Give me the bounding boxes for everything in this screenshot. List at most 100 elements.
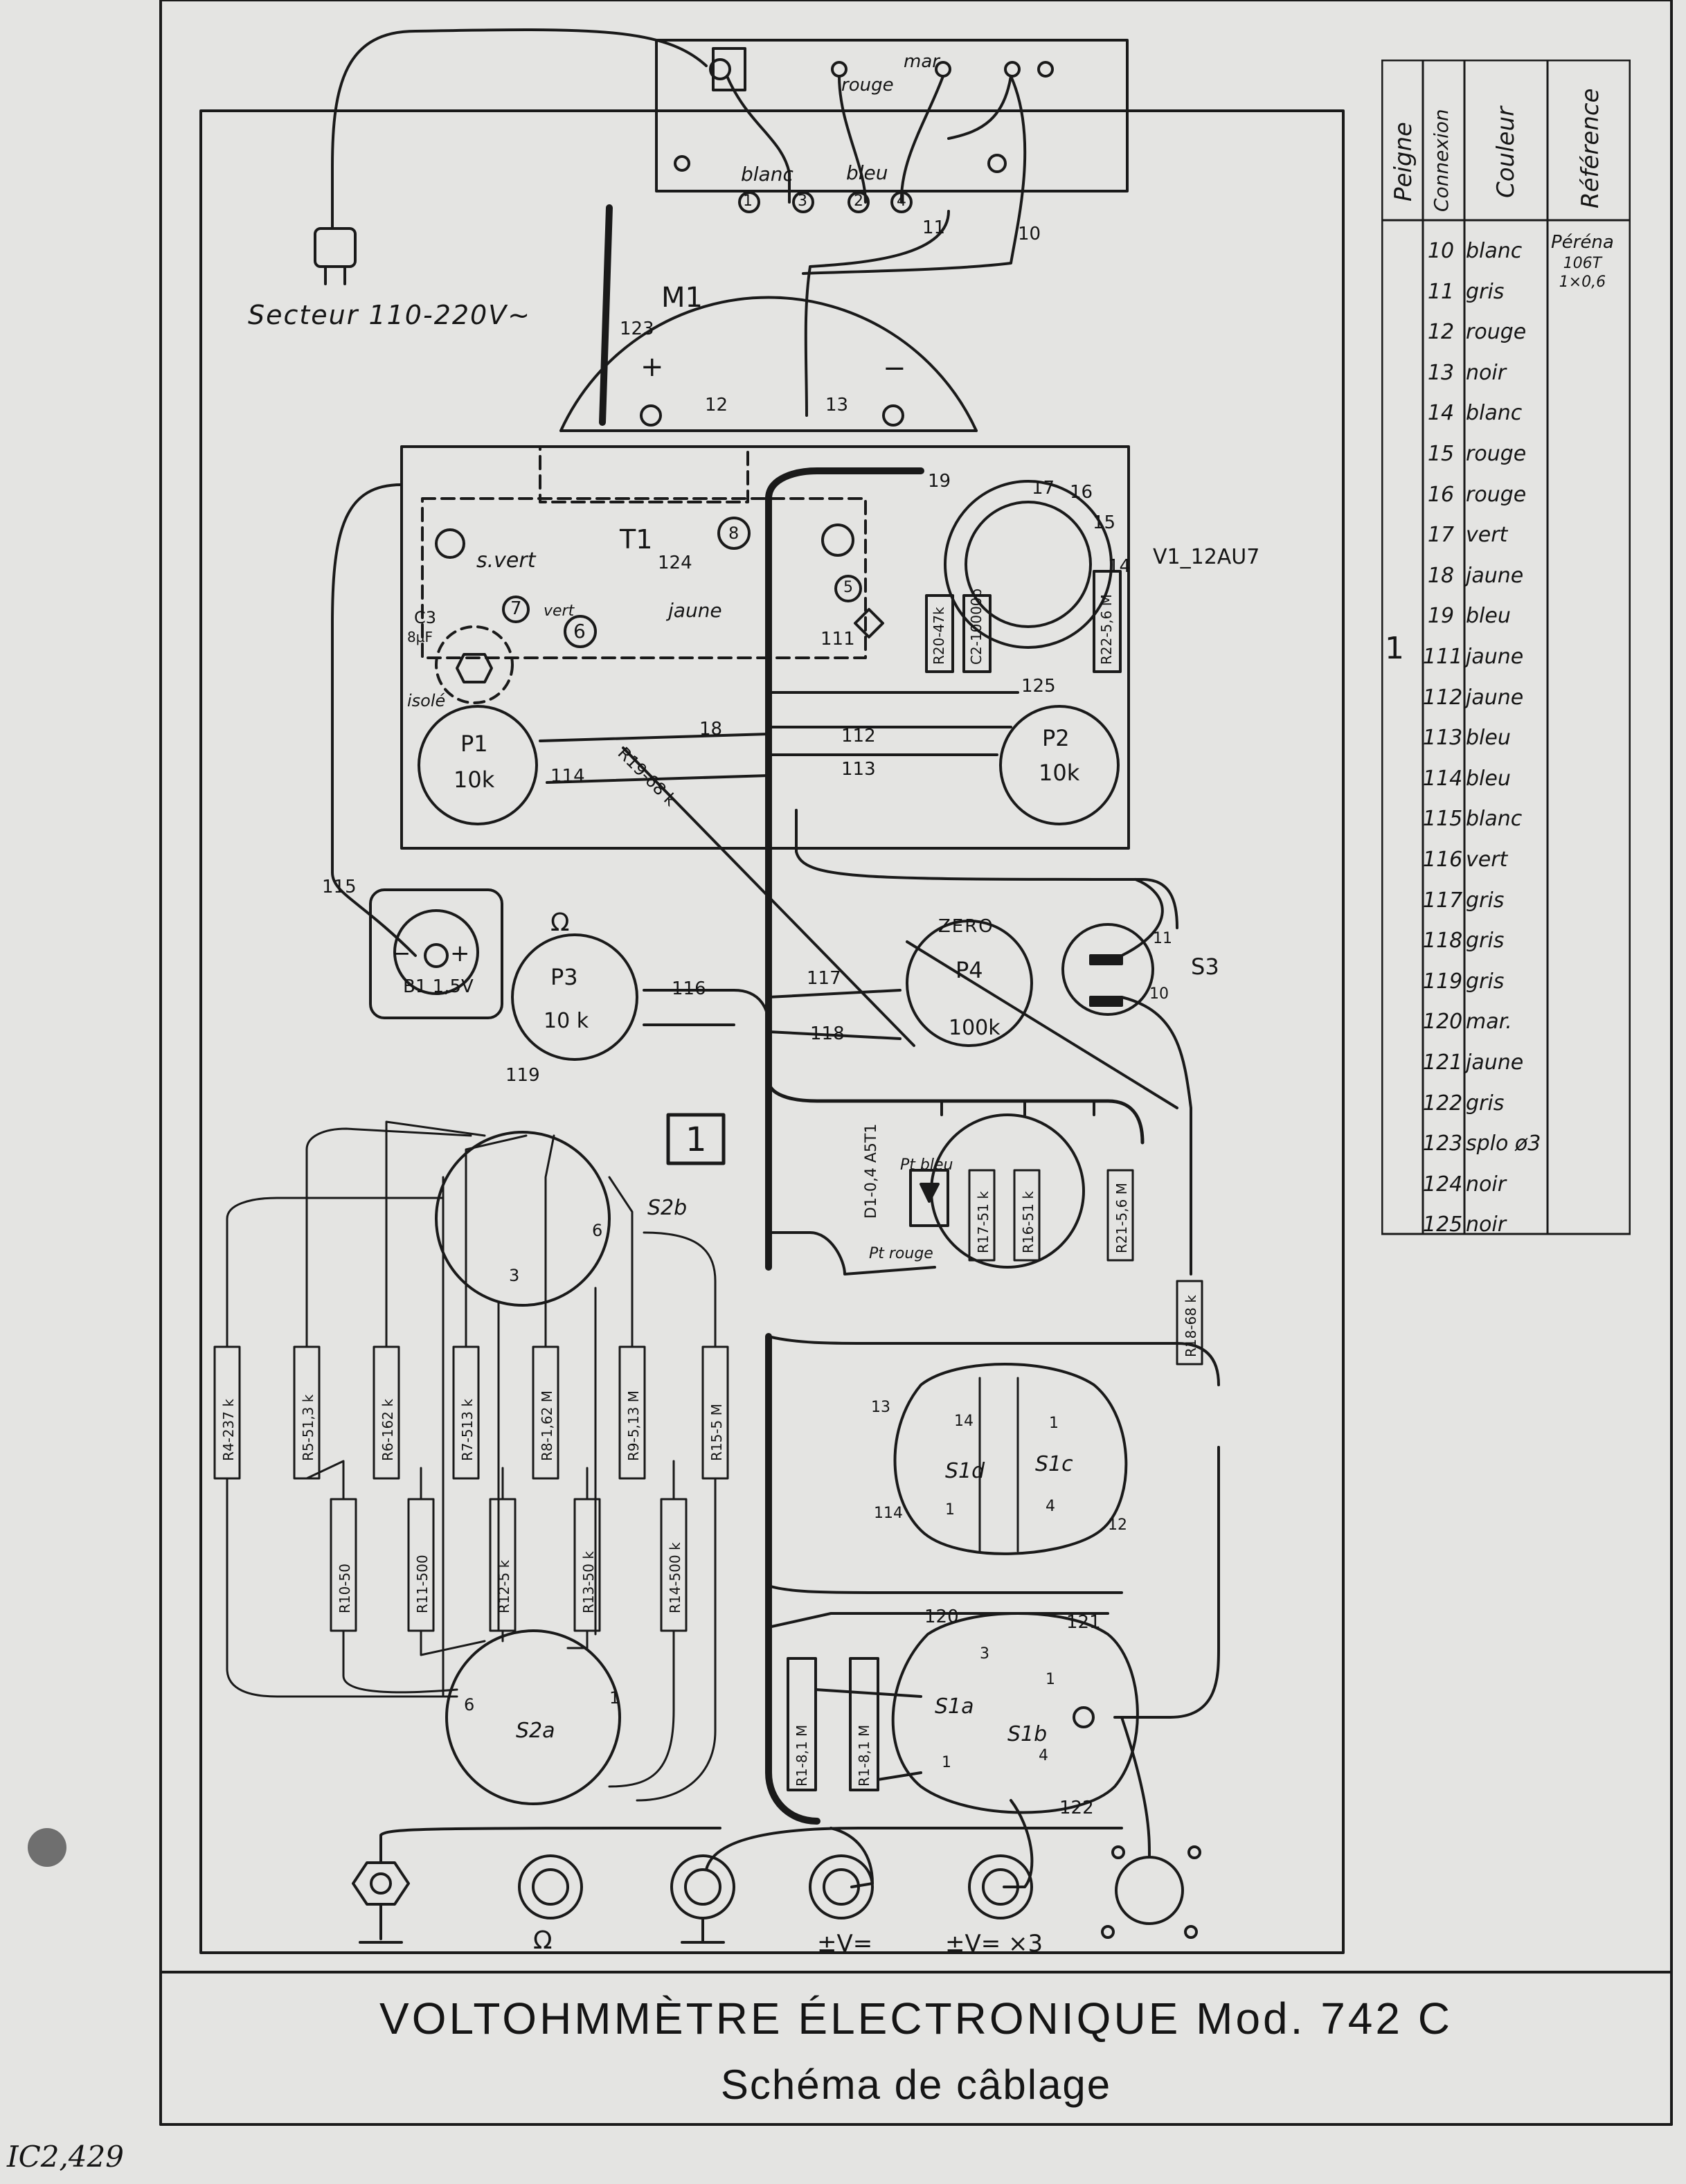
table-cell-connexion: 113 bbox=[1423, 726, 1463, 751]
wire-color-blanc: blanc bbox=[741, 163, 793, 186]
title-block: VOLTOHMMÈTRE ÉLECTRONIQUE Mod. 742 C Sch… bbox=[161, 1972, 1671, 2126]
wire-number: 113 bbox=[841, 759, 876, 780]
table-cell-couleur: jaune bbox=[1466, 685, 1524, 710]
table-row: 13 noir bbox=[1381, 351, 1631, 391]
wire-number: 115 bbox=[322, 877, 357, 897]
table-cell-couleur: bleu bbox=[1466, 604, 1511, 629]
wire-number: 15 bbox=[1093, 512, 1116, 533]
pot-p3-label: P3 bbox=[550, 964, 578, 990]
pot-p3-symbol: Ω bbox=[550, 908, 570, 937]
pot-p2-value: 10k bbox=[1039, 760, 1080, 786]
wire-number: 16 bbox=[1070, 482, 1093, 503]
resistor-label: R14-500 k bbox=[667, 1542, 683, 1613]
table-cell-connexion: 125 bbox=[1423, 1212, 1463, 1237]
pot-p4-label: P4 bbox=[956, 957, 983, 983]
meter-minus: − bbox=[883, 352, 906, 384]
terminal-ohm-label: Ω bbox=[533, 1926, 553, 1955]
wire-number: 123 bbox=[620, 319, 654, 339]
wire-color-mar: mar bbox=[904, 51, 940, 72]
pot-p1-label: P1 bbox=[460, 731, 488, 757]
wire-number: 19 bbox=[928, 471, 951, 492]
table-cell-couleur: jaune bbox=[1466, 645, 1524, 669]
wire-color-bleu: bleu bbox=[846, 161, 888, 184]
wire-number: 10 bbox=[1018, 224, 1041, 244]
resistor-label: R5-51,3 k bbox=[300, 1394, 316, 1461]
diode-label: D1-0,4 A5T1 bbox=[863, 1123, 880, 1219]
resistor-label: R1-8,1 M bbox=[856, 1724, 872, 1787]
pot-p1-value: 10k bbox=[454, 767, 495, 793]
wire-number: 18 bbox=[699, 719, 723, 740]
table-cell-couleur: gris bbox=[1466, 279, 1505, 304]
table-cell-couleur: rouge bbox=[1466, 482, 1527, 507]
wire-number: 12 bbox=[705, 395, 728, 415]
table-reference-line-1: Péréna bbox=[1551, 232, 1614, 253]
table-cell-connexion: 123 bbox=[1423, 1131, 1463, 1156]
table-cell-connexion: 122 bbox=[1423, 1091, 1463, 1116]
switch-s1c-pin-1: 1 bbox=[1049, 1415, 1059, 1432]
transformer-tap-vert: vert bbox=[544, 602, 575, 620]
wire-color-rouge: rouge bbox=[841, 75, 894, 96]
meter-plus: + bbox=[640, 351, 664, 383]
table-cell-connexion: 120 bbox=[1423, 1010, 1463, 1035]
table-cell-couleur: vert bbox=[1466, 848, 1508, 872]
switch-s1d-pin-1: 1 bbox=[945, 1501, 955, 1519]
resistor-label: R22-5,6 M bbox=[1098, 594, 1115, 665]
table-header-couleur: Couleur bbox=[1492, 107, 1520, 198]
table-cell-couleur: jaune bbox=[1466, 1050, 1524, 1075]
table-cell-connexion: 117 bbox=[1423, 888, 1463, 913]
wire-number: 114 bbox=[550, 766, 585, 787]
resistor-label: R6-162 k bbox=[379, 1399, 396, 1461]
table-cell-connexion: 111 bbox=[1423, 645, 1463, 669]
switch-s3-pin-11: 11 bbox=[1153, 930, 1172, 947]
switch-s2b-pin-6: 6 bbox=[592, 1221, 603, 1240]
switch-s1c-label: S1c bbox=[1035, 1452, 1073, 1476]
table-cell-couleur: blanc bbox=[1466, 239, 1523, 263]
table-cell-connexion: 12 bbox=[1427, 320, 1455, 345]
resistor-label: R1-8,1 M bbox=[793, 1724, 810, 1787]
resistor-label: R20-47k bbox=[931, 607, 947, 665]
terminal-number-1: 1 bbox=[743, 193, 753, 210]
resistor-label: R8-1,62 M bbox=[539, 1390, 555, 1461]
wire-number: 11 bbox=[922, 217, 946, 238]
comb-marker-label: 1 bbox=[685, 1120, 707, 1159]
terminal-v-label: ±V= bbox=[817, 1930, 873, 1958]
transformer-pin-6: 6 bbox=[573, 620, 586, 643]
capacitor-c3-note: isolé bbox=[407, 691, 446, 710]
table-cell-couleur: noir bbox=[1466, 360, 1507, 385]
switch-s2b-label: S2b bbox=[647, 1196, 688, 1220]
battery-plus: + bbox=[450, 940, 470, 967]
table-cell-couleur: bleu bbox=[1466, 766, 1511, 791]
table-cell-couleur: gris bbox=[1466, 969, 1505, 994]
switch-s3-label: S3 bbox=[1191, 954, 1219, 980]
wire-number: 117 bbox=[807, 968, 841, 989]
table-cell-connexion: 124 bbox=[1423, 1172, 1463, 1197]
switch-s1b-pin-4: 4 bbox=[1039, 1747, 1048, 1764]
switch-s1a-pin-1: 1 bbox=[942, 1754, 951, 1771]
table-cell-connexion: 119 bbox=[1423, 969, 1463, 994]
terminal-number-3: 3 bbox=[798, 193, 807, 210]
table-cell-connexion: 14 bbox=[1427, 401, 1455, 426]
resistor-label: R17-51 k bbox=[975, 1191, 992, 1253]
switch-s2a-pin-1: 1 bbox=[609, 1688, 620, 1708]
table-cell-couleur: splo ø3 bbox=[1466, 1131, 1541, 1156]
drawing-subtitle: Schéma de câblage bbox=[720, 2061, 1112, 2108]
table-cell-connexion: 13 bbox=[1427, 360, 1455, 385]
resistor-label: R15-5 M bbox=[708, 1404, 725, 1461]
transformer-tap-jaune: jaune bbox=[668, 599, 722, 622]
